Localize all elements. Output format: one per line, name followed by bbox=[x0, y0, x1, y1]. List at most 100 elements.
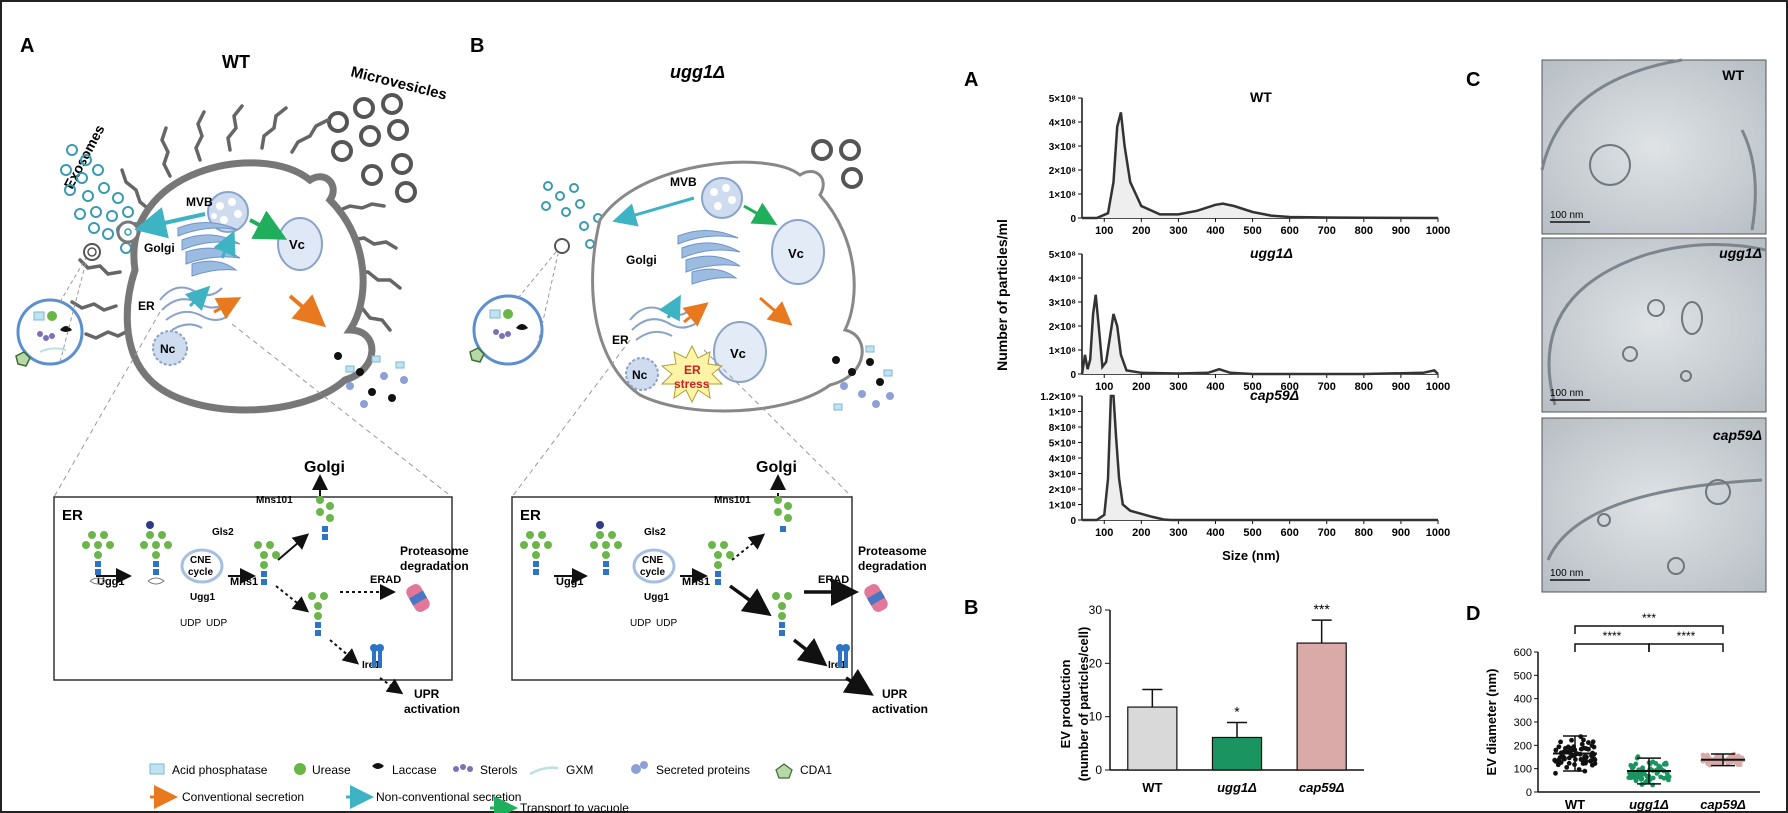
size-xtick-label: 1000 bbox=[1426, 225, 1450, 237]
er-stress-burst bbox=[660, 344, 724, 404]
scatter-point bbox=[1556, 744, 1562, 750]
scatter-point bbox=[1650, 775, 1656, 781]
legend-secreted-proteins: Secreted proteins bbox=[656, 763, 750, 777]
bar-ytick-label: 10 bbox=[1089, 710, 1103, 724]
size-xlabel: Size (nm) bbox=[1222, 548, 1280, 563]
er-label: ER bbox=[138, 299, 155, 313]
scatter-point bbox=[1592, 757, 1598, 763]
legend-sterols: Sterols bbox=[480, 763, 517, 777]
scatter-ylabel: EV diameter (nm) bbox=[1484, 669, 1499, 776]
scatter-point bbox=[1558, 739, 1563, 745]
scatter-ytick-label: 500 bbox=[1514, 670, 1532, 682]
legend-cda1: CDA1 bbox=[800, 763, 832, 777]
glycans-b bbox=[520, 496, 792, 636]
size-ytick-label: 3×10⁸ bbox=[1049, 298, 1077, 309]
ire1-label-b: Ire1 bbox=[828, 660, 846, 671]
er-box-label-b: ER bbox=[520, 507, 541, 524]
ugg1-label-2: Ugg1 bbox=[190, 592, 215, 603]
cryo-em-wt: WT 100 nm bbox=[1540, 58, 1767, 235]
legend-urease: Urease bbox=[312, 763, 351, 777]
scatter-point bbox=[1654, 771, 1660, 776]
cne-label: CNE bbox=[190, 555, 211, 566]
ire1-icon bbox=[370, 644, 384, 668]
scatter-point bbox=[1630, 764, 1636, 770]
legend-nonconventional: Non-conventional secretion bbox=[376, 790, 521, 804]
scatter-category-label: WT bbox=[1565, 797, 1585, 812]
ugg-title: ugg1Δ bbox=[670, 62, 725, 82]
size-ytick-label: 5×10⁸ bbox=[1049, 439, 1077, 450]
size-xtick-label: 400 bbox=[1206, 381, 1224, 393]
size-xtick-label: 900 bbox=[1392, 381, 1410, 393]
size-area-2 bbox=[1082, 396, 1438, 520]
golgi-label-b: Golgi bbox=[626, 253, 657, 267]
microvesicle-rings bbox=[327, 93, 417, 203]
scatter-comparison bbox=[1574, 625, 1724, 634]
udp-label-2b: UDP bbox=[656, 618, 677, 629]
mns101-label: Mns101 bbox=[256, 495, 293, 506]
size-xtick-label: 200 bbox=[1132, 527, 1150, 539]
scatter-point bbox=[1627, 770, 1632, 776]
scatter-ytick-label: 400 bbox=[1514, 694, 1532, 706]
size-ytick-label: 0 bbox=[1070, 214, 1076, 225]
em-scale-wt: 100 nm bbox=[1550, 210, 1583, 221]
size-subplot-title: ugg1Δ bbox=[1250, 245, 1293, 261]
size-xtick-label: 500 bbox=[1243, 381, 1261, 393]
ugg1-label: Ugg1 bbox=[97, 576, 125, 588]
scatter-point bbox=[1703, 754, 1709, 760]
er-box-label: ER bbox=[62, 507, 83, 524]
er-stress-label-1: ER bbox=[684, 363, 701, 377]
scatter-point bbox=[1569, 737, 1574, 743]
ugg1-label-b: Ugg1 bbox=[556, 576, 584, 588]
cryo-em-cap59: cap59Δ 100 nm bbox=[1541, 417, 1767, 593]
scatter-point bbox=[1579, 741, 1585, 747]
scatter-point bbox=[1553, 758, 1559, 764]
size-xtick-label: 900 bbox=[1392, 527, 1410, 539]
exosomes-label: Exosomes bbox=[61, 122, 108, 192]
udp-label-2: UDP bbox=[206, 618, 227, 629]
bar-ytick-label: 20 bbox=[1089, 656, 1103, 670]
scatter-point bbox=[1553, 747, 1559, 753]
nucleus bbox=[152, 330, 188, 366]
bar-category-label: ugg1Δ bbox=[1217, 780, 1257, 795]
er-box-wt: ER Golgi Mns101 Gls2 CNE cycle Ugg1 Ugg1… bbox=[53, 459, 469, 716]
ugg1-label-2b: Ugg1 bbox=[644, 592, 669, 603]
size-xtick-label: 200 bbox=[1132, 225, 1150, 237]
size-xtick-label: 400 bbox=[1206, 225, 1224, 237]
nucleus-b bbox=[625, 357, 659, 391]
glycans-wt bbox=[82, 496, 334, 636]
legend-conventional: Conventional secretion bbox=[182, 790, 304, 804]
proteasome-label: Proteasome bbox=[400, 544, 469, 558]
mns1-label-b: Mns1 bbox=[682, 576, 710, 588]
size-xtick-label: 500 bbox=[1243, 225, 1261, 237]
scatter-comparison-label: *** bbox=[1642, 611, 1656, 625]
bar-1 bbox=[1211, 736, 1263, 771]
scatter-point bbox=[1581, 737, 1586, 743]
scatter-point bbox=[1565, 744, 1571, 750]
size-ytick-label: 3×10⁸ bbox=[1049, 142, 1077, 153]
scatter-point bbox=[1569, 753, 1575, 759]
vc-label-b1: Vc bbox=[788, 246, 804, 261]
cne-label-b: CNE bbox=[642, 555, 663, 566]
size-ytick-label: 3×10⁸ bbox=[1049, 470, 1077, 481]
mvb-label-b: MVB bbox=[670, 175, 697, 189]
scatter-category-label: ugg1Δ bbox=[1629, 797, 1669, 812]
scatter-comparison-label: **** bbox=[1677, 629, 1696, 643]
scatter-point bbox=[1590, 739, 1596, 745]
golgi-b bbox=[677, 230, 741, 285]
size-subplot-title: cap59Δ bbox=[1250, 387, 1299, 403]
scatter-point bbox=[1582, 754, 1588, 760]
size-ytick-label: 4×10⁸ bbox=[1049, 454, 1077, 465]
size-xtick-label: 700 bbox=[1318, 527, 1336, 539]
udp-label-1: UDP bbox=[180, 618, 201, 629]
vesicle-zoom-wt bbox=[16, 298, 84, 366]
em-scale-ugg: 100 nm bbox=[1550, 388, 1583, 399]
size-ytick-label: 1×10⁹ bbox=[1049, 408, 1077, 419]
secreted-cargo-wt bbox=[334, 352, 408, 408]
size-line-0 bbox=[1082, 112, 1439, 220]
cryo-em-ugg1: ugg1Δ 100 nm bbox=[1541, 237, 1767, 413]
panel-letter-a-right: A bbox=[964, 69, 978, 91]
activation-label-b: activation bbox=[872, 702, 928, 716]
